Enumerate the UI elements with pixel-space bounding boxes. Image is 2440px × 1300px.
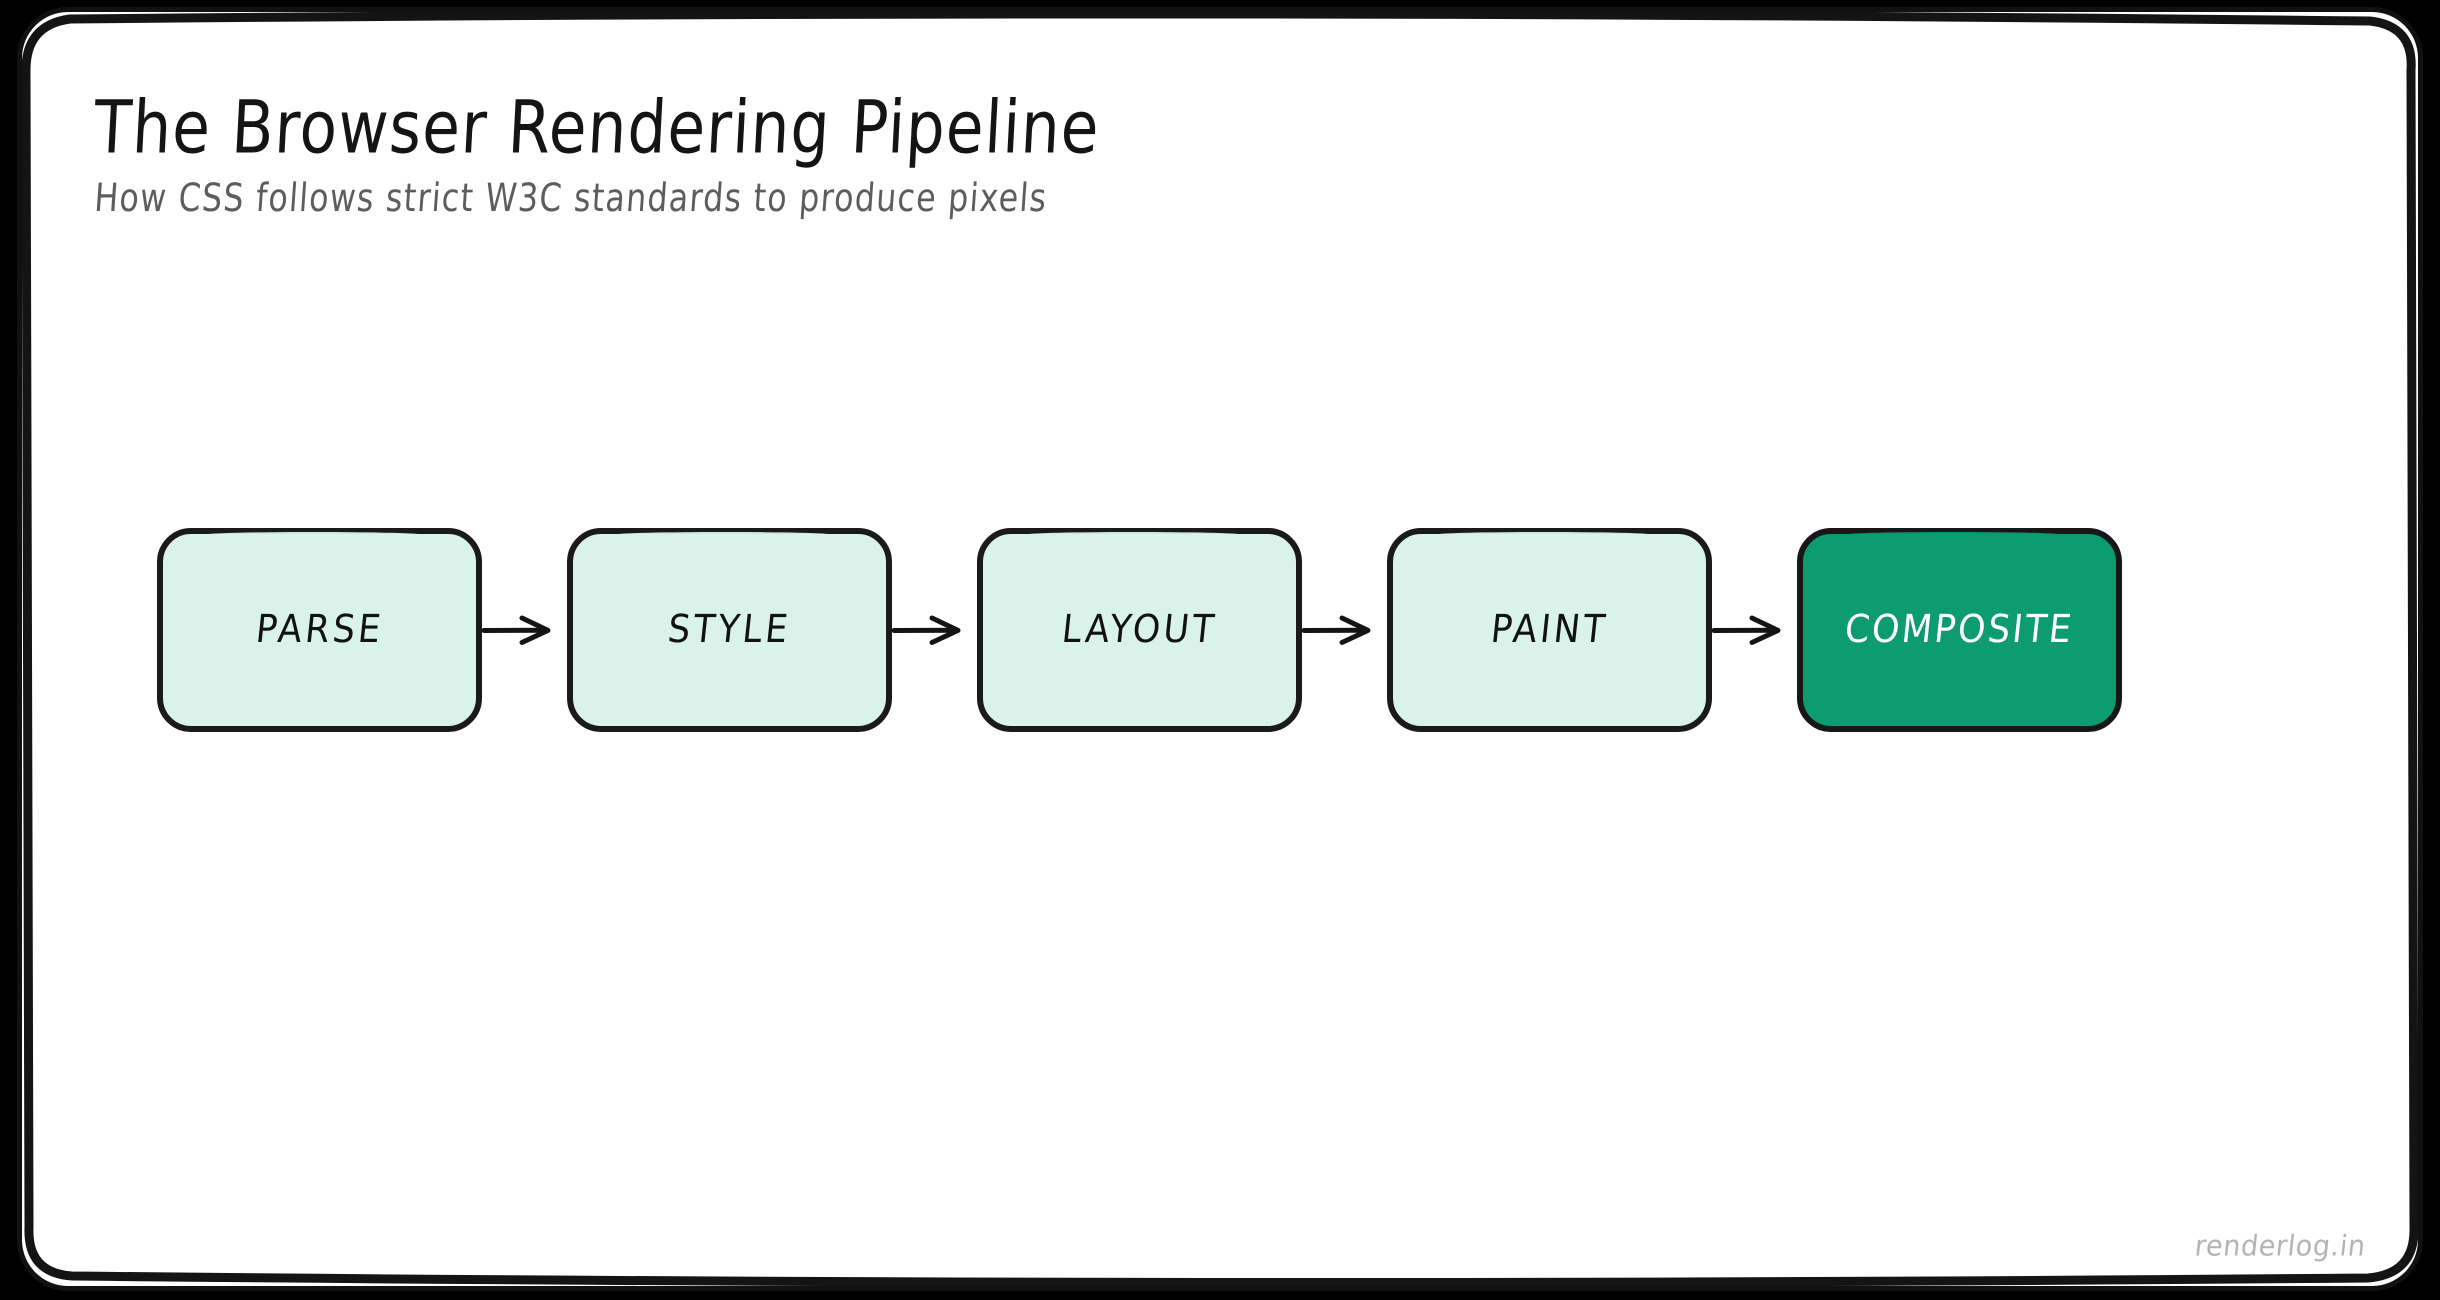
pipeline-stage-label: LAYOUT xyxy=(1059,608,1220,652)
pipeline-stage-style[interactable]: STYLE xyxy=(567,528,892,732)
arrow-right-icon xyxy=(1712,615,1781,645)
rendering-pipeline-diagram: PARSE STYLE LAYOUT PAINT xyxy=(157,528,2122,732)
page-subtitle: How CSS follows strict W3C standards to … xyxy=(92,174,1049,221)
header: The Browser Rendering Pipeline How CSS f… xyxy=(92,85,1996,220)
pipeline-stage-parse[interactable]: PARSE xyxy=(157,528,482,732)
arrow-right-icon xyxy=(892,615,961,645)
arrow-right-icon xyxy=(482,615,551,645)
pipeline-stage-label: COMPOSITE xyxy=(1842,608,2077,652)
page-title: The Browser Rendering Pipeline xyxy=(91,85,1102,171)
pipeline-stage-label: PARSE xyxy=(253,608,386,652)
pipeline-stage-paint[interactable]: PAINT xyxy=(1387,528,1712,732)
pipeline-stage-label: PAINT xyxy=(1488,608,1611,652)
pipeline-stage-composite[interactable]: COMPOSITE xyxy=(1797,528,2122,732)
arrow-right-icon xyxy=(1302,615,1371,645)
pipeline-stage-label: STYLE xyxy=(665,608,794,652)
site-watermark: renderlog.in xyxy=(2193,1230,2368,1263)
slide-card: The Browser Rendering Pipeline How CSS f… xyxy=(22,12,2418,1286)
pipeline-stage-layout[interactable]: LAYOUT xyxy=(977,528,1302,732)
